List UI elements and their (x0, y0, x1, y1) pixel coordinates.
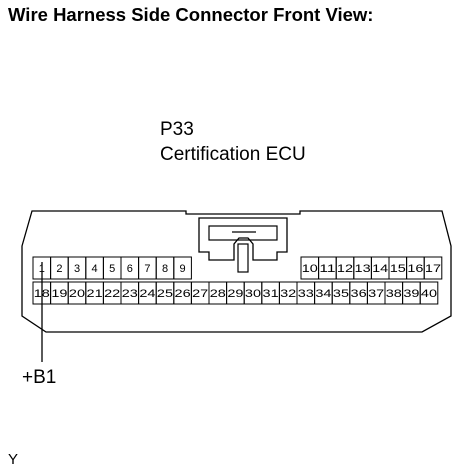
pin-number-28: 28 (210, 288, 226, 300)
pin-row-top-left: 123456789 (32, 256, 192, 280)
pin-row-bottom: 1819202122232425262728293031323334353637… (32, 281, 439, 305)
pin-number-21: 21 (87, 288, 103, 300)
pin-number-16: 16 (407, 263, 423, 275)
pin-number-6: 6 (127, 263, 133, 275)
connector-lock-tab (237, 243, 249, 273)
connector-housing (21, 210, 452, 333)
pin-number-36: 36 (351, 288, 367, 300)
connector-lock-inner (208, 225, 278, 241)
pin-label-b1: +B1 (22, 367, 57, 388)
pin-number-33: 33 (298, 288, 314, 300)
pin-number-17: 17 (425, 263, 441, 275)
pin-number-8: 8 (162, 263, 168, 275)
pin-number-20: 20 (69, 288, 85, 300)
pin-number-24: 24 (139, 288, 155, 300)
pin-number-35: 35 (333, 288, 349, 300)
pin-number-11: 11 (319, 263, 335, 275)
pin-number-15: 15 (390, 263, 406, 275)
pin-number-25: 25 (157, 288, 173, 300)
connector-lock (198, 217, 288, 261)
pin-number-19: 19 (51, 288, 67, 300)
pin-number-38: 38 (386, 288, 402, 300)
pin-number-32: 32 (280, 288, 296, 300)
pin-number-22: 22 (104, 288, 120, 300)
pin-number-26: 26 (175, 288, 191, 300)
pin-cell-40 (419, 281, 439, 305)
pin-number-10: 10 (302, 263, 318, 275)
pin-number-40: 40 (421, 288, 437, 300)
pin-number-30: 30 (245, 288, 261, 300)
diagram-heading: Wire Harness Side Connector Front View: (8, 4, 374, 25)
pin-cell-9 (173, 256, 192, 280)
pin-number-14: 14 (372, 263, 388, 275)
pin-number-27: 27 (192, 288, 208, 300)
pin-number-4: 4 (92, 263, 98, 275)
pin-number-23: 23 (122, 288, 138, 300)
pin-number-34: 34 (315, 288, 331, 300)
connector-code: P33 (160, 119, 194, 140)
pin-number-7: 7 (144, 263, 150, 275)
pin-number-13: 13 (355, 263, 371, 275)
figure-tag: Y (8, 451, 19, 468)
pin-number-9: 9 (180, 263, 186, 275)
pin-number-37: 37 (368, 288, 384, 300)
pin-cell-17 (423, 256, 443, 280)
pin-number-2: 2 (56, 263, 62, 275)
pin-number-39: 39 (403, 288, 419, 300)
pin-number-5: 5 (109, 263, 115, 275)
connector-name: Certification ECU (160, 144, 306, 165)
pin-number-31: 31 (263, 288, 279, 300)
pin-number-12: 12 (337, 263, 353, 275)
pin-number-3: 3 (74, 263, 80, 275)
pin-number-29: 29 (227, 288, 243, 300)
